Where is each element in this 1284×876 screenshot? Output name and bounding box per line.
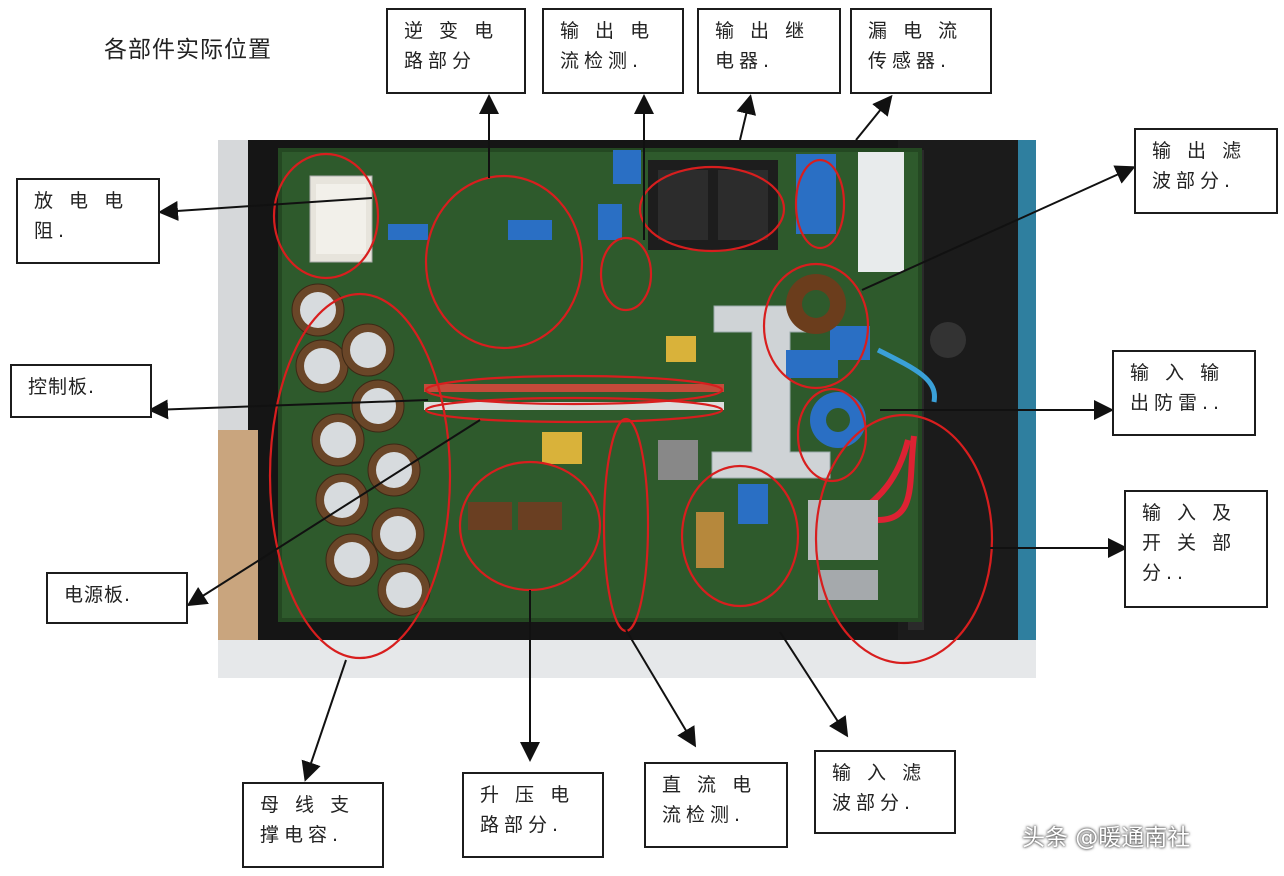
label-line: 流检测. (560, 50, 644, 72)
label-leak-sensor: 漏 电 流 传感器. (850, 8, 992, 94)
label-control-board: 控制板. (10, 364, 152, 418)
label-line: 输 入 输 (1130, 362, 1225, 384)
arrow-output-relay (736, 94, 757, 141)
label-line: 输 出 继 (715, 20, 810, 42)
circle-io-surge (796, 387, 868, 483)
label-dc-current: 直 流 电 流检测. (644, 762, 788, 848)
label-line: 升 压 电 (480, 784, 575, 806)
board-photo (218, 140, 1036, 678)
circle-output-filter (762, 262, 870, 390)
label-line: 输 入 及 (1142, 502, 1237, 524)
label-line: 路部分 (404, 50, 477, 72)
label-line: 波部分. (1152, 170, 1236, 192)
board-illustration (218, 140, 1036, 678)
label-line: 输 出 电 (560, 20, 655, 42)
label-line: 电器. (715, 50, 775, 72)
label-line: 输 出 滤 (1152, 140, 1247, 162)
label-output-filter: 输 出 滤 波部分. (1134, 128, 1278, 214)
watermark: 头条 @暖通南社 (1022, 825, 1191, 851)
arrow-leak-sensor (855, 94, 893, 141)
circle-output-current (599, 236, 653, 312)
label-line: 波部分. (832, 792, 916, 814)
circle-inverter (424, 174, 584, 350)
label-boost: 升 压 电 路部分. (462, 772, 604, 858)
label-line: 流检测. (662, 804, 746, 826)
label-line: 分.. (1142, 562, 1189, 584)
circle-leak-sensor (794, 158, 846, 250)
label-line: 阻. (34, 220, 70, 242)
label-line: 逆 变 电 (404, 20, 499, 42)
label-discharge-resistor: 放 电 电 阻. (16, 178, 160, 264)
label-line: 路部分. (480, 814, 564, 836)
label-line: 控制板. (28, 376, 96, 398)
circle-output-relay (638, 165, 786, 253)
label-line: 出防雷.. (1130, 392, 1225, 414)
label-input-switch: 输 入 及 开 关 部 分.. (1124, 490, 1268, 608)
label-io-surge: 输 入 输 出防雷.. (1112, 350, 1256, 436)
label-input-filter: 输 入 滤 波部分. (814, 750, 956, 834)
label-line: 直 流 电 (662, 774, 757, 796)
page-title: 各部件实际位置 (104, 37, 272, 63)
label-output-relay: 输 出 继 电器. (697, 8, 841, 94)
label-inverter: 逆 变 电 路部分 (386, 8, 526, 94)
label-line: 母 线 支 (260, 794, 355, 816)
label-line: 放 电 电 (34, 190, 129, 212)
circle-input-switch (814, 413, 994, 665)
label-line: 传感器. (868, 50, 952, 72)
label-line: 输 入 滤 (832, 762, 927, 784)
label-output-current: 输 出 电 流检测. (542, 8, 684, 94)
circle-input-filter (680, 464, 800, 608)
label-line: 撑电容. (260, 824, 344, 846)
label-line: 开 关 部 (1142, 532, 1237, 554)
label-bus-capacitor: 母 线 支 撑电容. (242, 782, 384, 868)
label-line: 漏 电 流 (868, 20, 963, 42)
label-power-board: 电源板. (46, 572, 188, 624)
circle-discharge-resistor (272, 152, 380, 280)
circle-control-board-1 (424, 374, 724, 406)
label-line: 电源板. (64, 584, 132, 606)
